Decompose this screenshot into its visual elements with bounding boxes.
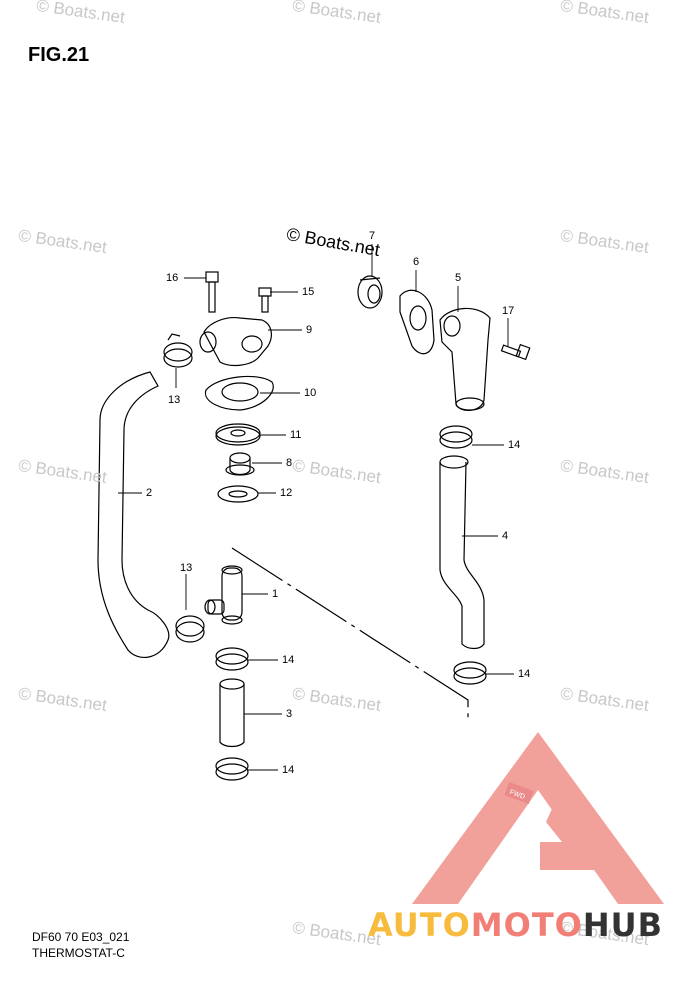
callout-14: 14 xyxy=(518,668,531,680)
callout-16: 16 xyxy=(166,272,179,284)
clamp-14-c xyxy=(439,425,473,449)
callout-10: 10 xyxy=(304,387,317,399)
thermostat-8 xyxy=(225,452,255,476)
thermostat-7 xyxy=(357,275,383,309)
callout-4: 4 xyxy=(502,530,509,542)
callout-9: 9 xyxy=(306,324,313,336)
callout-11: 11 xyxy=(290,429,302,441)
clamp-14-d xyxy=(453,661,487,685)
callout-12: 12 xyxy=(280,487,293,499)
gasket-12 xyxy=(217,485,259,503)
footer-code: DF60 70 E03_021 xyxy=(32,930,130,944)
brand-part-moto: MOTO xyxy=(470,906,583,944)
callout-13: 13 xyxy=(168,394,181,406)
bolt-15 xyxy=(258,287,272,313)
brand-wordmark: AUTOMOTOHUB xyxy=(368,906,663,944)
brand-part-auto: AUTO xyxy=(368,906,471,944)
reference-line xyxy=(231,547,469,720)
callout-5: 5 xyxy=(455,272,462,284)
gasket-10 xyxy=(204,375,274,411)
clamp-13-lower xyxy=(175,615,205,643)
brand-logo-triangle: FWD xyxy=(412,732,664,904)
callout-3: 3 xyxy=(286,708,293,720)
clamp-14-b xyxy=(215,757,249,781)
callout-17: 17 xyxy=(502,305,515,317)
callout-15: 15 xyxy=(302,286,315,298)
callout-1: 1 xyxy=(272,588,279,600)
callout-6: 6 xyxy=(413,256,420,268)
callout-2: 2 xyxy=(146,487,153,499)
footer-name: THERMOSTAT-C xyxy=(32,946,125,960)
callout-7: 7 xyxy=(369,230,376,242)
bolt-16 xyxy=(205,271,219,313)
brand-part-hub: HUB xyxy=(582,906,664,944)
bolt-17 xyxy=(500,343,531,361)
figure-title: FIG.21 xyxy=(28,44,90,66)
callout-13: 13 xyxy=(180,562,193,574)
seal-11 xyxy=(215,423,261,446)
clamp-14-a xyxy=(215,647,249,671)
joint-1 xyxy=(204,565,243,625)
callout-8: 8 xyxy=(286,457,293,469)
gasket-6 xyxy=(399,289,435,355)
hose-3 xyxy=(219,678,245,748)
clamp-13-top xyxy=(163,333,193,368)
leader-lines xyxy=(118,244,514,771)
callout-14: 14 xyxy=(508,439,521,451)
callout-14: 14 xyxy=(282,764,295,776)
housing-5 xyxy=(439,307,491,411)
hose-2 xyxy=(97,371,170,658)
callout-14: 14 xyxy=(282,654,295,666)
hose-4 xyxy=(439,455,485,650)
thermostat-cover-9 xyxy=(199,317,272,367)
